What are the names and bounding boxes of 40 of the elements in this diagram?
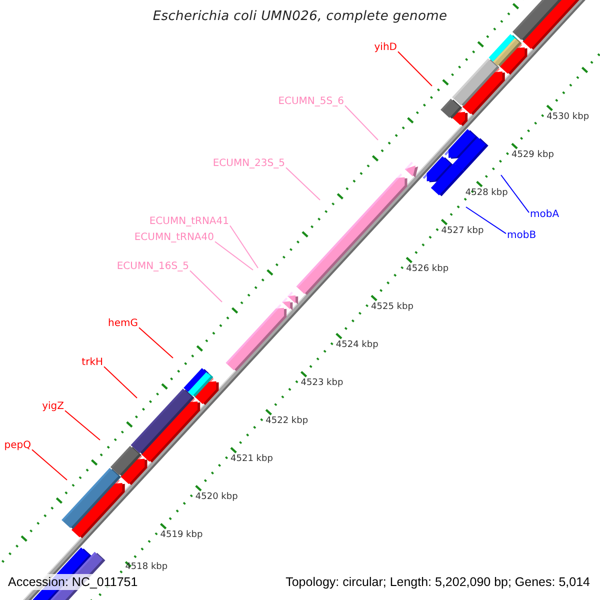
- scale-label: 4527 kbp: [441, 226, 484, 238]
- gene-label: ECUMN_tRNA40: [134, 232, 214, 244]
- gene-label: hemG: [108, 318, 138, 330]
- gene-label: trkH: [82, 357, 103, 369]
- leader-line: [190, 270, 222, 302]
- leader-line: [32, 449, 68, 480]
- scale-label: 4521 kbp: [230, 454, 273, 466]
- scale-label: 4526 kbp: [406, 264, 449, 276]
- gene-label: mobA: [530, 209, 560, 221]
- leader-line: [214, 241, 254, 270]
- scale-label: 4530 kbp: [546, 112, 590, 123]
- gene-label: ECUMN_23S_5: [212, 158, 285, 170]
- leader-line: [286, 167, 320, 200]
- gene-label: ECUMN_5S_6: [278, 96, 344, 108]
- scale-label: 4519 kbp: [160, 530, 203, 542]
- accession-text: Accession: NC_011751: [6, 574, 140, 590]
- scale-label: 4518 kbp: [125, 562, 168, 574]
- scale-label: 4529 kbp: [512, 150, 554, 161]
- leader-line: [398, 51, 432, 86]
- leader-line: [230, 225, 258, 268]
- scale-label: 4522 kbp: [266, 416, 308, 428]
- gene-label: mobB: [507, 230, 536, 242]
- scale-label: 4523 kbp: [300, 378, 344, 390]
- scale-label: 4525 kbp: [371, 302, 414, 314]
- leader-line: [64, 410, 100, 440]
- map-title: Escherichia coli UMN026, complete genome: [152, 9, 448, 25]
- genome-info-text: Topology: circular; Length: 5,202,090 bp; Genes: 5,014: [284, 574, 592, 590]
- leader-line: [138, 327, 174, 358]
- gene-label: yihD: [374, 42, 397, 54]
- gene-label: ECUMN_16S_5: [116, 261, 189, 273]
- scale-label: 4520 kbp: [195, 492, 238, 504]
- scale-label: 4528 kbp: [465, 188, 508, 200]
- scale-label: 4524 kbp: [336, 340, 378, 352]
- leader-line: [344, 105, 378, 140]
- leader-line: [500, 174, 530, 214]
- gene-label: ECUMN_tRNA41: [149, 216, 229, 228]
- leader-line: [466, 206, 506, 234]
- gene-label: yigZ: [42, 401, 64, 413]
- gene-label: pepQ: [4, 440, 31, 452]
- leader-line: [104, 366, 138, 398]
